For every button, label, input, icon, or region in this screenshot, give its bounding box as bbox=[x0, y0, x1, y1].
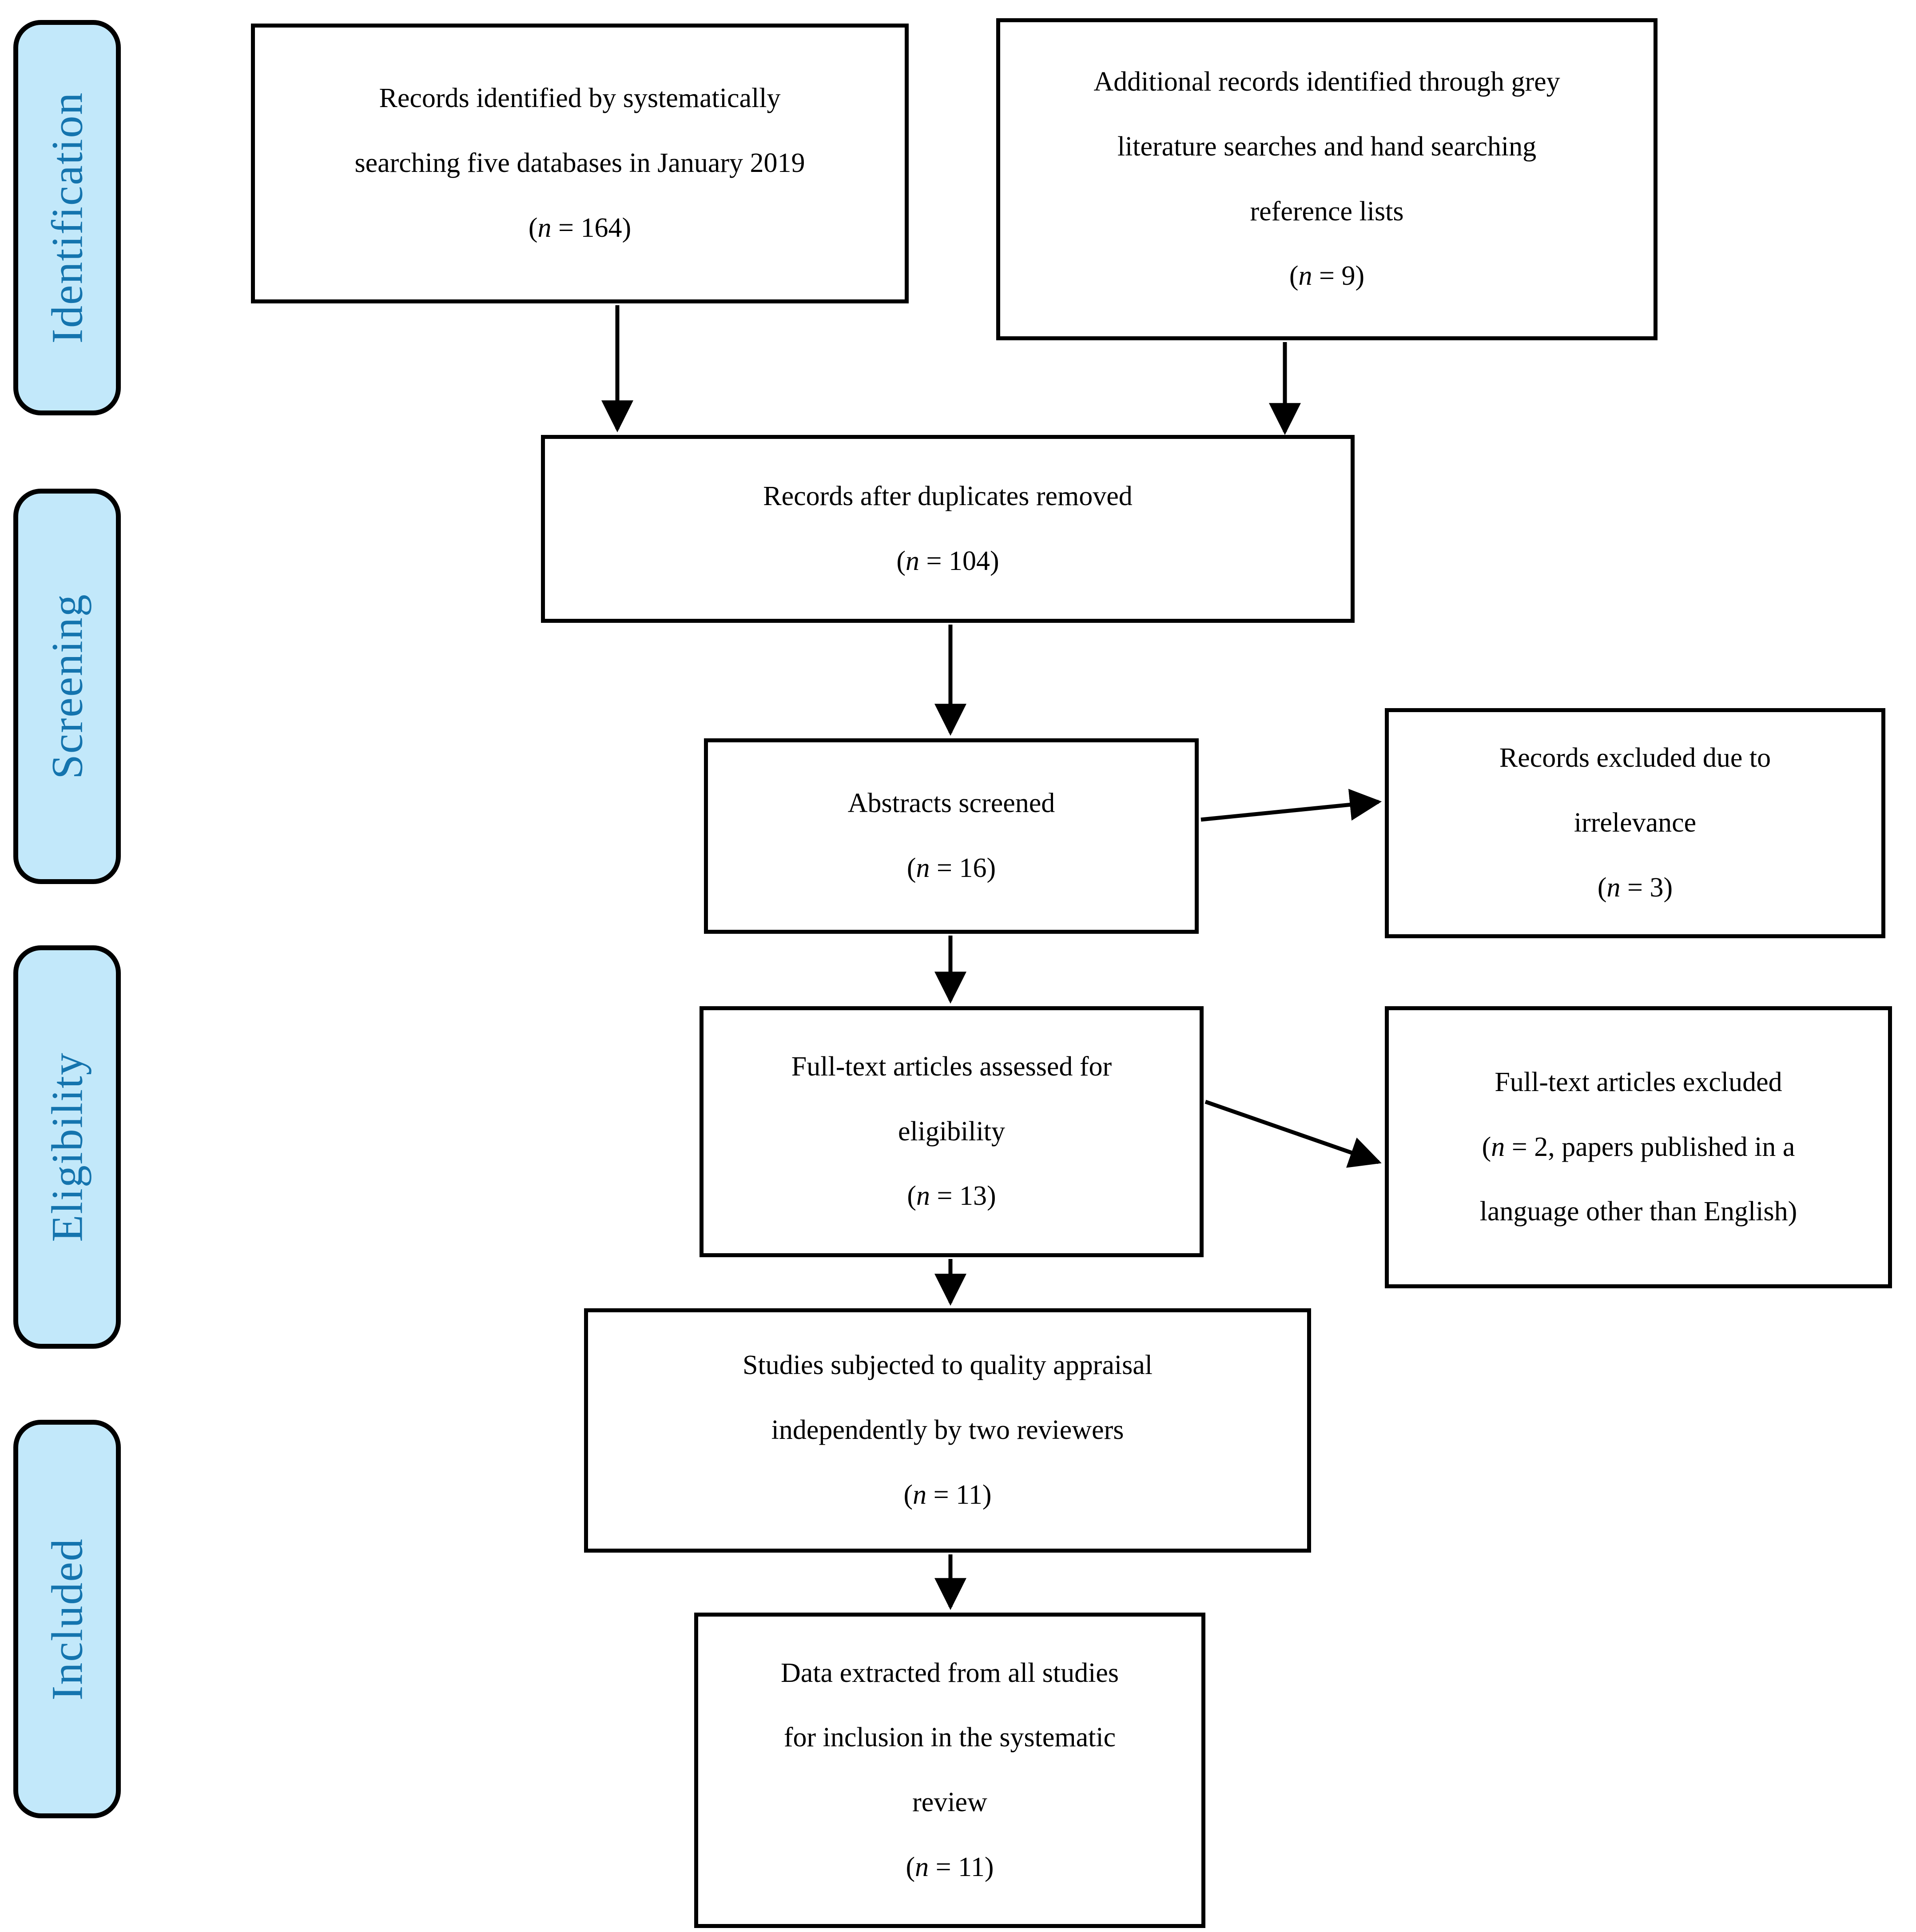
box-additional-records-text: Additional records identified through gr… bbox=[1093, 67, 1560, 291]
stage-eligibility-label: Eligibility bbox=[42, 1052, 92, 1242]
box-abstracts-screened-text: Abstracts screened(n = 16) bbox=[847, 788, 1055, 883]
arrow-fulltext-to-excluded bbox=[1204, 1099, 1382, 1168]
stage-eligibility: Eligibility bbox=[13, 945, 121, 1349]
stage-included: Included bbox=[13, 1420, 121, 1818]
stage-identification: Identification bbox=[13, 20, 121, 415]
stage-included-label: Included bbox=[42, 1538, 92, 1701]
box-abstracts-screened: Abstracts screened(n = 16) bbox=[704, 738, 1199, 934]
stage-screening: Screening bbox=[13, 489, 121, 884]
box-duplicates-removed: Records after duplicates removed(n = 104… bbox=[541, 435, 1355, 623]
box-duplicates-removed-text: Records after duplicates removed(n = 104… bbox=[763, 481, 1133, 576]
box-additional-records: Additional records identified through gr… bbox=[996, 18, 1658, 340]
stage-identification-label: Identification bbox=[42, 92, 92, 344]
arrow-abstracts-to-excluded bbox=[1200, 789, 1382, 822]
box-fulltext-excluded: Full-text articles excluded(n = 2, paper… bbox=[1385, 1006, 1892, 1288]
box-fulltext-excluded-text: Full-text articles excluded(n = 2, paper… bbox=[1479, 1067, 1797, 1227]
stage-screening-label: Screening bbox=[42, 594, 92, 779]
